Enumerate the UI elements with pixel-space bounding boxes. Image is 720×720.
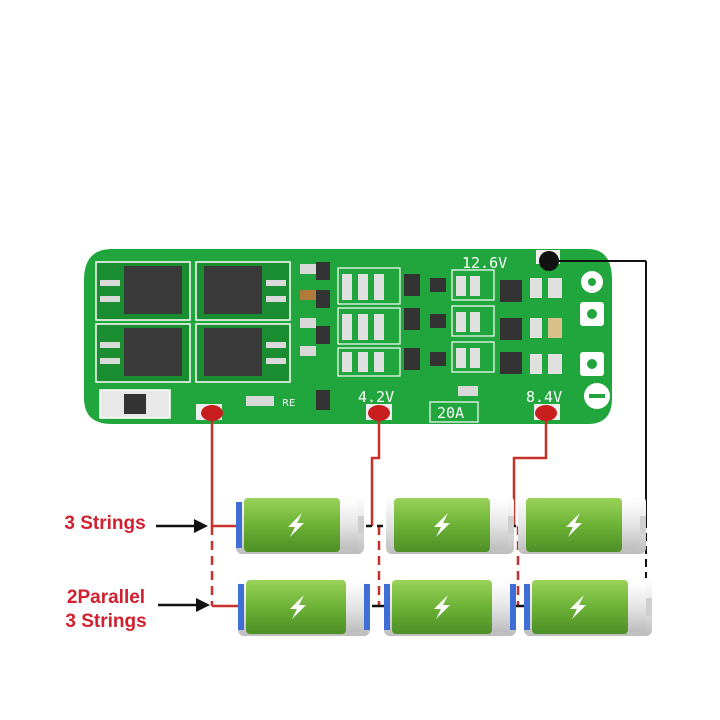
connection-nodes [201,251,559,421]
node-tap2 [535,405,557,421]
mosfet [124,328,182,376]
label-12v6: 12.6V [462,254,507,272]
wire-bminus-top [210,413,236,528]
bms-board: 12.6V 4.2V 8.4V 20A RE [84,249,612,424]
caption-arrows [156,519,210,612]
caption-three-strings: 3 Strings [40,512,170,536]
label-20a-box [429,401,479,423]
caption-two-parallel: 2Parallel 3 Strings [40,586,172,634]
label-4v2: 4.2V [358,388,394,406]
mosfet-group [95,261,291,383]
mosfet [124,266,182,314]
mosfet [204,328,262,376]
node-bminus [201,405,223,421]
node-tap1 [368,405,390,421]
arrow-head-icon [196,598,210,612]
battery [384,578,516,636]
caption-three-strings-text: 3 Strings [64,513,146,534]
label-re: RE [282,398,295,409]
wire-tap2 [512,413,548,526]
label-20a: 20A [437,404,464,422]
shunt-resistor [99,389,171,419]
battery [238,578,370,636]
battery [236,496,364,554]
label-8v4: 8.4V [526,388,562,406]
caption-two-parallel-line2: 3 Strings [65,611,147,632]
caption-two-parallel-line1: 2Parallel [66,587,146,608]
battery-grid [236,496,652,636]
mounting-pads [580,271,610,409]
node-positive [539,251,559,271]
mosfet [204,266,262,314]
smd-components [246,262,562,410]
battery [518,496,646,554]
arrow-head-icon [194,519,208,533]
battery [386,496,514,554]
battery [524,578,652,636]
wire-tap1 [370,413,381,526]
